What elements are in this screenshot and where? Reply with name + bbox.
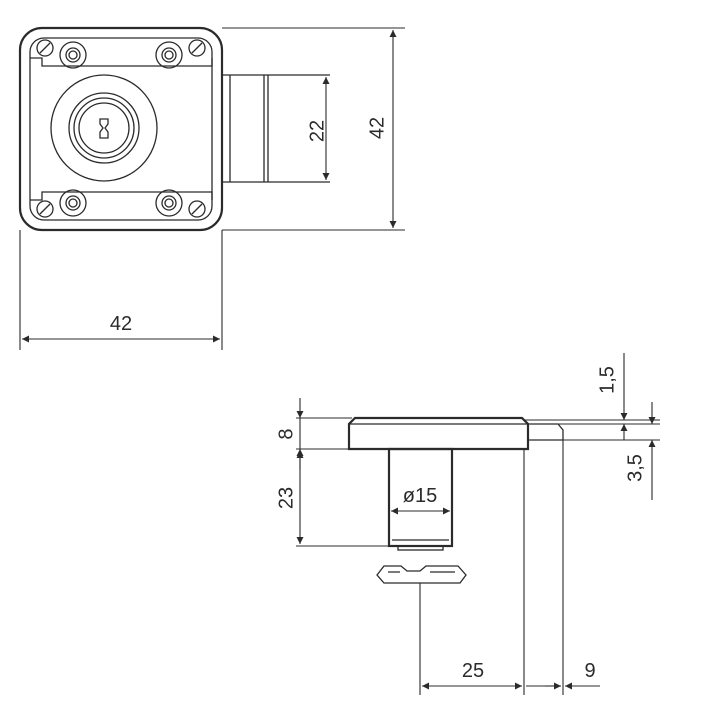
screw-top-left <box>36 39 54 57</box>
dim-top-width: 42 <box>22 313 220 343</box>
dim-top-height: 42 <box>366 30 397 228</box>
dim-label-cylinder-diameter: ø15 <box>403 485 437 507</box>
dim-label-top-width: 42 <box>110 313 132 335</box>
dim-flange-thickness: 8 <box>275 398 304 470</box>
top-flange-edge <box>30 57 213 67</box>
flange <box>347 416 530 451</box>
housing-outline <box>18 26 224 232</box>
dim-backset: 25 <box>422 660 522 690</box>
dim-bolt-height: 22 <box>306 77 330 180</box>
screw-bottom-right <box>188 200 206 218</box>
dim-plate-thickness: 1,5 <box>596 353 628 440</box>
side-view <box>296 416 660 695</box>
cam <box>376 565 467 584</box>
front-view <box>18 26 405 350</box>
mounting-bolt-bottom-right <box>155 189 183 217</box>
dim-label-body-length: 23 <box>275 487 297 509</box>
dim-cylinder-diameter: ø15 <box>391 485 450 515</box>
dim-body-length: 23 <box>275 451 304 544</box>
keyhole-icon <box>99 118 109 139</box>
mounting-bolt-bottom-left <box>59 189 87 217</box>
dim-label-plate-thickness: 1,5 <box>596 366 618 394</box>
dim-bolt-offset: 9 <box>526 660 600 690</box>
lock-cylinder <box>50 74 158 182</box>
dim-label-bolt-offset: 9 <box>584 660 595 682</box>
mounting-bolt-top-right <box>155 41 183 69</box>
dim-label-bolt-thickness: 3,5 <box>624 454 646 482</box>
dim-label-bolt-height: 22 <box>306 120 328 142</box>
mounting-bolt-top-left <box>59 41 87 69</box>
dim-label-top-height: 42 <box>366 117 388 139</box>
dim-label-backset: 25 <box>462 660 484 682</box>
latch-bolt <box>222 74 330 183</box>
dim-bolt-thickness: 3,5 <box>624 402 656 500</box>
screw-bottom-left <box>36 200 54 218</box>
housing-inner-outline <box>29 37 213 221</box>
bottom-flange-edge <box>30 191 213 201</box>
dim-label-flange-thickness: 8 <box>275 428 297 439</box>
screw-top-right <box>188 39 206 57</box>
